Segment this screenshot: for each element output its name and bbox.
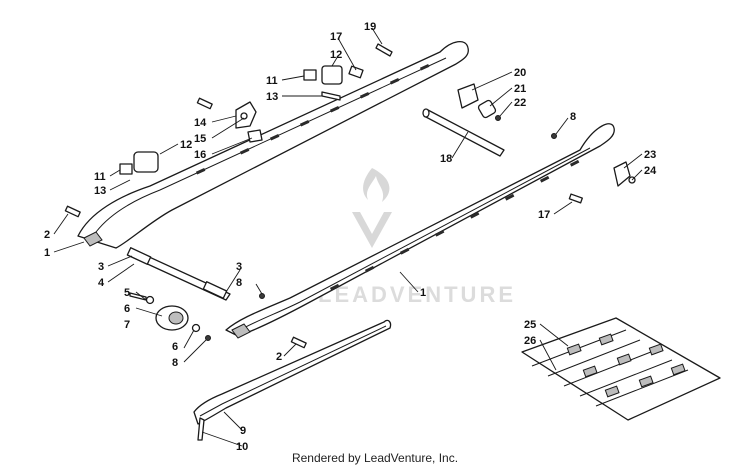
front-slide-rail (225, 123, 615, 339)
callout-24: 24 (644, 165, 657, 177)
callout-12-left: 12 (180, 139, 192, 151)
leader-lines (53, 27, 643, 447)
track-section (521, 317, 721, 421)
watermark-brand-text: LEADVENTURE (318, 282, 516, 307)
front-rail-slots (329, 159, 580, 291)
callout-21: 21 (514, 83, 526, 95)
callout-15: 15 (194, 133, 206, 145)
callout-18: 18 (440, 153, 452, 165)
callout-6-left: 6 (124, 303, 130, 315)
callout-13-left: 13 (94, 185, 106, 197)
callout-7: 7 (124, 319, 130, 331)
callout-2-left: 2 (44, 229, 50, 241)
callout-4: 4 (98, 277, 105, 289)
callout-12-top: 12 (330, 49, 342, 61)
callout-1-right: 1 (420, 287, 426, 299)
front-cross-shaft (126, 247, 231, 301)
callout-10: 10 (236, 441, 248, 453)
rear-slide-rail (77, 41, 469, 249)
callout-1-left: 1 (44, 247, 50, 259)
callout-20: 20 (514, 67, 526, 79)
callout-5: 5 (124, 287, 130, 299)
callout-25: 25 (524, 319, 536, 331)
callout-9: 9 (240, 425, 246, 437)
callout-2-right: 2 (276, 351, 282, 363)
callout-23: 23 (644, 149, 656, 161)
callout-26: 26 (524, 335, 536, 347)
callout-labels: 19 17 12 11 13 20 21 22 14 15 16 12 11 1… (44, 21, 657, 453)
callout-8-lower: 8 (172, 357, 178, 369)
callout-8-middle: 8 (236, 277, 242, 289)
callout-8-right: 8 (570, 111, 576, 123)
rear-rail-slots (195, 64, 430, 175)
wear-strip (193, 319, 392, 441)
callout-22: 22 (514, 97, 526, 109)
render-credit: Rendered by LeadVenture, Inc. (291, 451, 459, 465)
leadventure-watermark: LEADVENTURE (318, 168, 516, 307)
callout-3-left: 3 (98, 261, 104, 273)
callout-17-right: 17 (538, 209, 550, 221)
callout-6-right: 6 (172, 341, 178, 353)
callout-11-top: 11 (266, 75, 278, 87)
callout-17-top: 17 (330, 31, 342, 43)
callout-11-left: 11 (94, 171, 106, 183)
callout-19: 19 (364, 21, 376, 33)
callout-3-right: 3 (236, 261, 242, 273)
callout-14: 14 (194, 117, 207, 129)
cross-shaft (422, 108, 505, 157)
idler-wheel (129, 292, 211, 341)
callout-16: 16 (194, 149, 206, 161)
track-clips (566, 333, 686, 398)
callout-13-top: 13 (266, 91, 278, 103)
upper-hardware (64, 43, 636, 349)
